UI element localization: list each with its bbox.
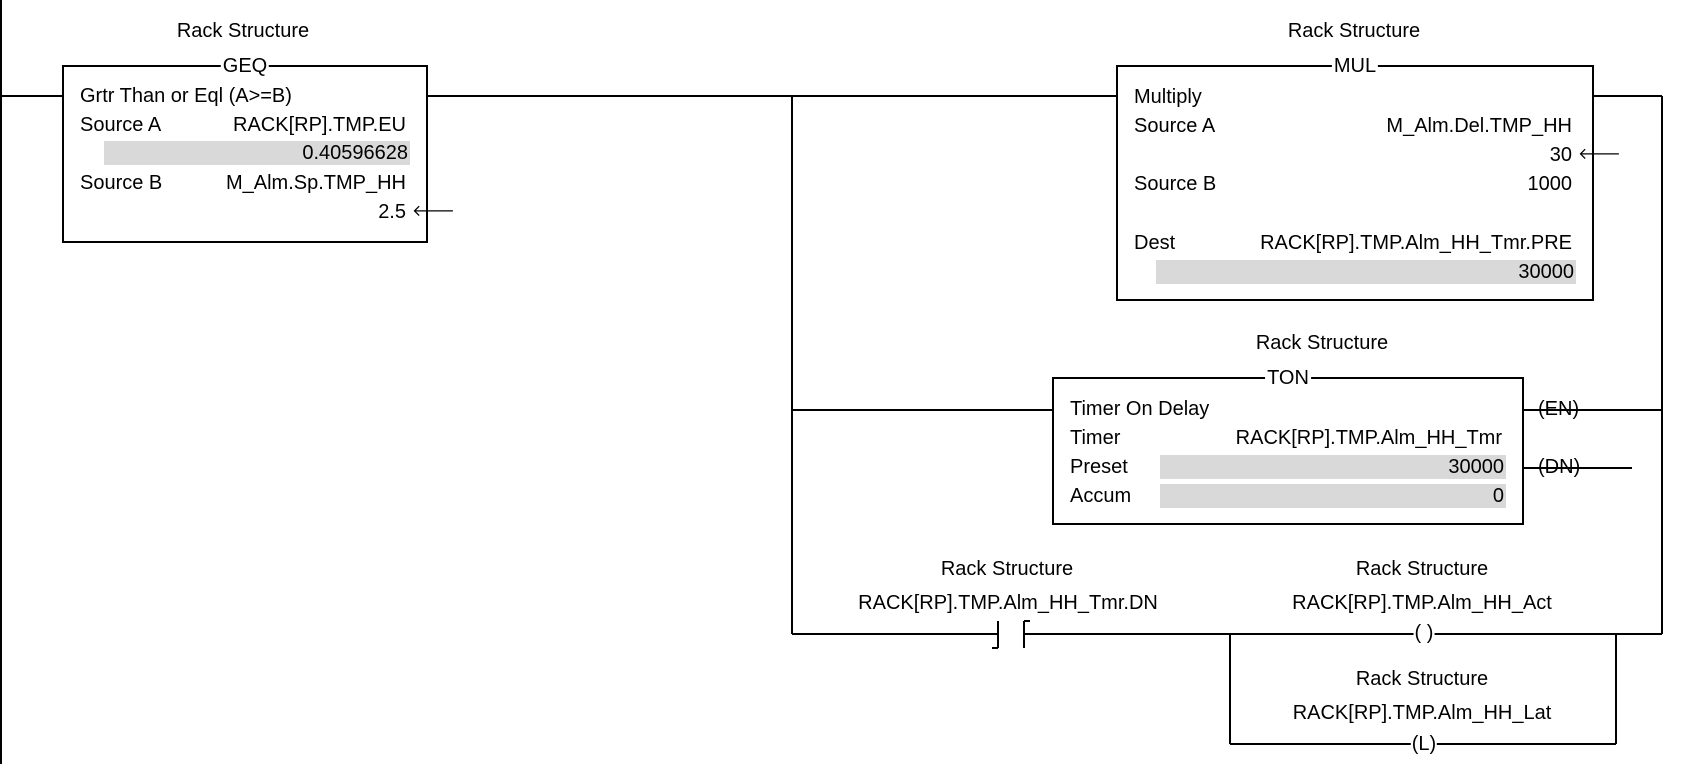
xic-contact[interactable] — [988, 618, 1034, 652]
geq-source-a-label: Source A — [80, 114, 162, 136]
otl-caption: Rack Structure — [1355, 668, 1489, 690]
mul-mnemonic: MUL — [1331, 55, 1379, 77]
ton-en-label: EN — [1544, 398, 1573, 420]
geq-caption: Rack Structure — [176, 20, 310, 42]
mul-source-a-tag[interactable]: M_Alm.Del.TMP_HH — [1386, 115, 1572, 137]
ton-dn-output: (DN) — [1538, 456, 1581, 478]
ton-preset-label: Preset — [1070, 456, 1128, 478]
mul-instruction[interactable]: MUL Multiply Source A M_Alm.Del.TMP_HH 3… — [1116, 55, 1621, 301]
geq-source-b-label: Source B — [80, 172, 163, 194]
ton-accum-label: Accum — [1070, 485, 1132, 507]
geq-title: Grtr Than or Eql (A>=B) — [80, 85, 292, 107]
mul-dest-label: Dest — [1134, 232, 1176, 254]
ton-title: Timer On Delay — [1070, 398, 1210, 420]
ton-timer-label: Timer — [1070, 427, 1121, 449]
mul-source-a-label: Source A — [1134, 115, 1216, 137]
mul-title: Multiply — [1134, 86, 1202, 108]
otl-coil[interactable]: (L) — [1410, 733, 1438, 755]
mul-source-a-arrow-icon: 🡐 — [1578, 146, 1621, 163]
mul-caption: Rack Structure — [1287, 20, 1421, 42]
ton-en-output: (EN) — [1538, 398, 1580, 420]
geq-source-b-value[interactable]: 2.5 — [378, 201, 406, 223]
ton-mnemonic: TON — [1265, 367, 1311, 389]
geq-mnemonic: GEQ — [220, 55, 270, 77]
ton-timer-tag[interactable]: RACK[RP].TMP.Alm_HH_Tmr — [1235, 427, 1502, 449]
mul-dest-tag[interactable]: RACK[RP].TMP.Alm_HH_Tmr.PRE — [1260, 232, 1572, 254]
ton-dn-label: DN — [1544, 456, 1574, 478]
xic-caption: Rack Structure — [940, 558, 1074, 580]
ton-instruction[interactable]: TON Timer On Delay Timer RACK[RP].TMP.Al… — [1052, 367, 1524, 525]
geq-source-b-arrow-icon: 🡐 — [412, 203, 455, 220]
geq-source-a-tag[interactable]: RACK[RP].TMP.EU — [233, 114, 406, 136]
geq-instruction[interactable]: GEQ Grtr Than or Eql (A>=B) Source A RAC… — [62, 55, 455, 243]
ote-coil[interactable]: ( ) — [1413, 622, 1435, 644]
ote-tag[interactable]: RACK[RP].TMP.Alm_HH_Act — [1292, 592, 1552, 614]
mul-dest-value[interactable]: 30000 — [1156, 260, 1576, 284]
geq-source-a-value[interactable]: 0.40596628 — [104, 141, 410, 165]
ton-preset-value[interactable]: 30000 — [1160, 455, 1506, 479]
mul-source-a-value[interactable]: 30 — [1549, 144, 1572, 166]
ton-accum-value[interactable]: 0 — [1160, 484, 1506, 508]
ton-caption: Rack Structure — [1255, 332, 1389, 354]
geq-source-b-tag[interactable]: M_Alm.Sp.TMP_HH — [225, 172, 406, 194]
xic-tag[interactable]: RACK[RP].TMP.Alm_HH_Tmr.DN — [858, 592, 1158, 614]
otl-tag[interactable]: RACK[RP].TMP.Alm_HH_Lat — [1292, 702, 1552, 724]
mul-source-b-label: Source B — [1134, 173, 1217, 195]
mul-source-b-value[interactable]: 1000 — [1527, 173, 1573, 195]
ote-caption: Rack Structure — [1355, 558, 1489, 580]
